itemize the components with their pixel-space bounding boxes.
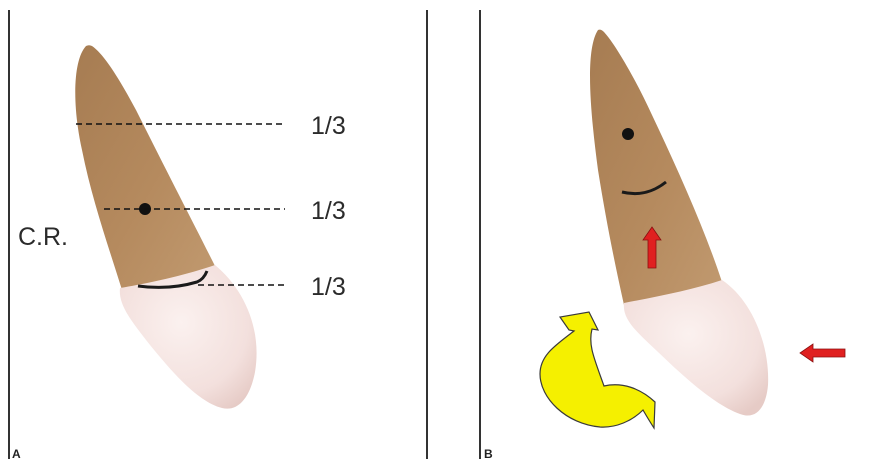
third-label-2: 1/3 bbox=[311, 197, 346, 225]
panel-b: B bbox=[484, 30, 845, 459]
panel-a: 1/3 1/3 1/3 C.R. A bbox=[12, 45, 346, 459]
third-label-3: 1/3 bbox=[311, 273, 346, 301]
arrow-left-icon bbox=[800, 344, 845, 362]
panel-a-letter: A bbox=[12, 447, 21, 459]
third-label-1: 1/3 bbox=[311, 112, 346, 140]
center-of-resistance-label: C.R. bbox=[18, 223, 68, 251]
tooth-a-root bbox=[75, 45, 216, 290]
tooth-b-center-dot bbox=[622, 128, 634, 140]
panel-b-letter: B bbox=[484, 447, 493, 459]
